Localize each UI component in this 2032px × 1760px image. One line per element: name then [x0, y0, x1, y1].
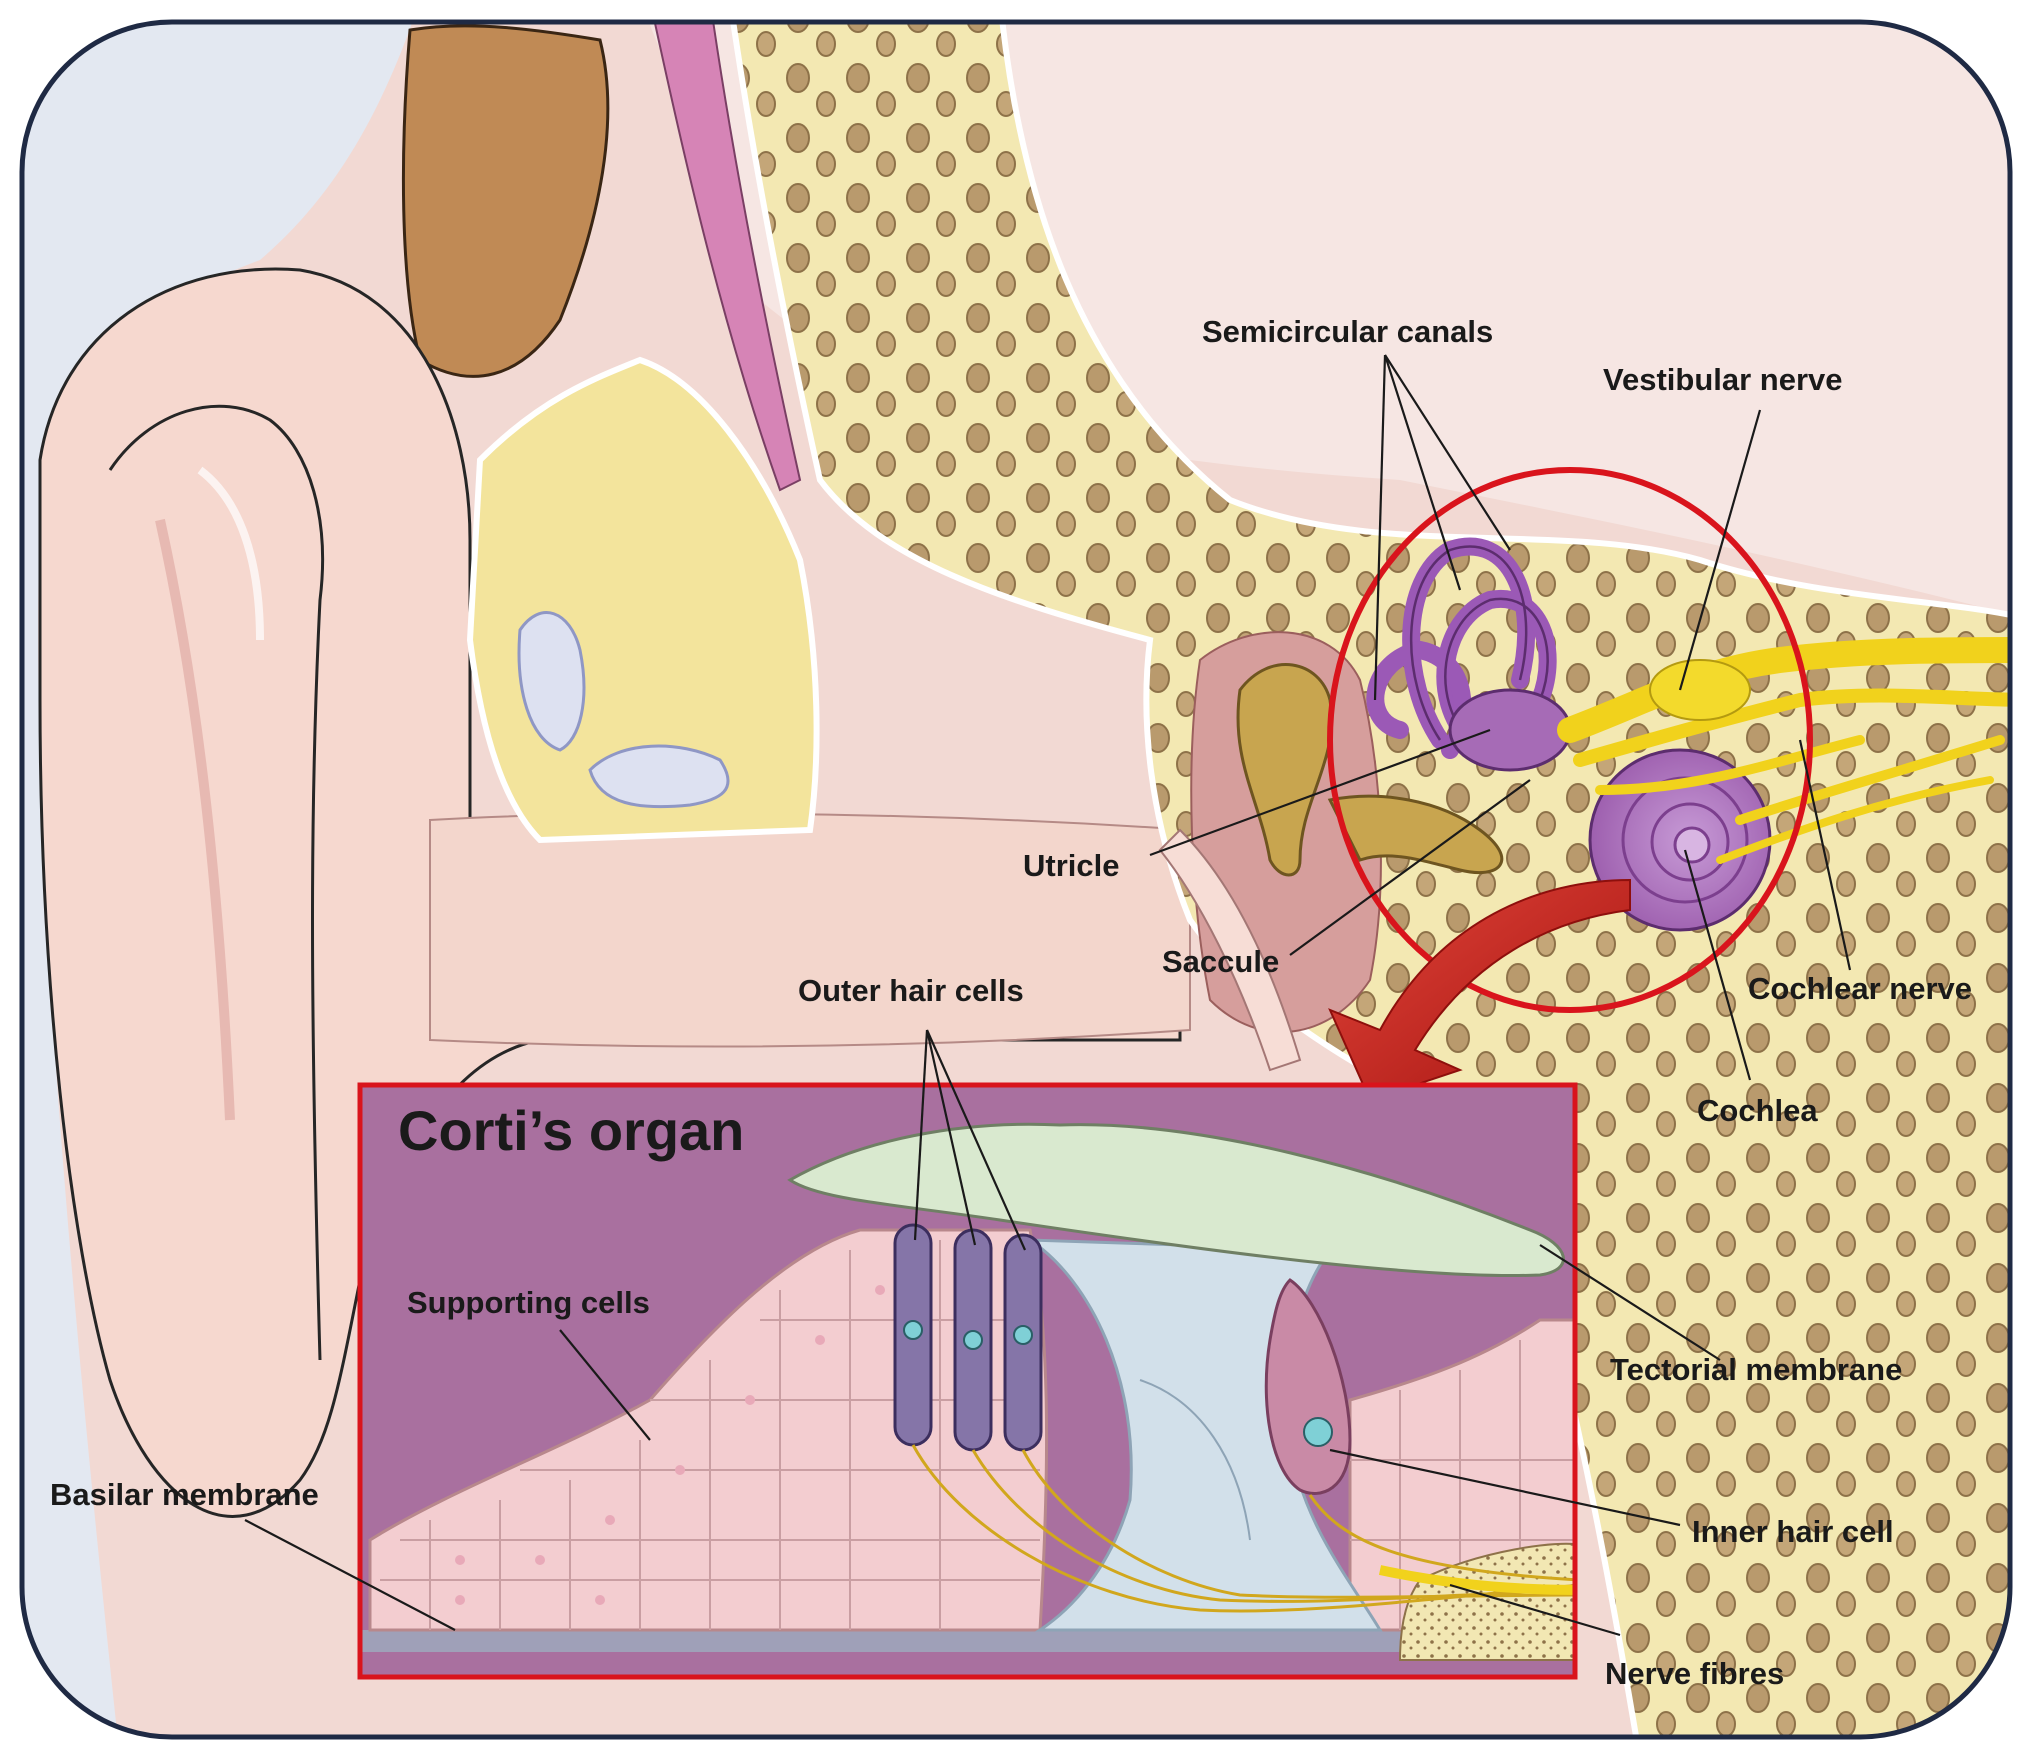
label-basilar-membrane: Basilar membrane	[50, 1477, 319, 1512]
label-supporting-cells: Supporting cells	[407, 1285, 650, 1320]
label-saccule: Saccule	[1162, 944, 1279, 979]
label-cochlear-nerve: Cochlear nerve	[1748, 971, 1972, 1006]
hair	[401, 24, 610, 378]
corti-organ-inset	[357, 1082, 1578, 1680]
leader-lines	[244, 354, 1852, 1637]
vestibulocochlear-nerve	[1557, 637, 2010, 864]
vestibule	[1448, 688, 1572, 772]
cochlea-shape	[1588, 748, 1772, 932]
labels: Semicircular canals Vestibular nerve Utr…	[50, 314, 1972, 1691]
nerve-fibres-shape	[911, 1444, 1575, 1613]
supporting-cells-shape	[368, 1228, 1049, 1632]
illustration-frame	[19, 19, 2013, 1740]
eardrum	[1158, 828, 1302, 1072]
label-utricle: Utricle	[1023, 848, 1119, 883]
muscle-band	[648, 22, 802, 492]
label-cortis-organ: Corti’s organ	[398, 1099, 744, 1162]
label-semicircular-canals: Semicircular canals	[1202, 314, 1493, 349]
basilar-membrane-shape	[360, 1630, 1575, 1652]
tectorial-membrane-shape	[787, 1122, 1565, 1278]
label-cochlea: Cochlea	[1697, 1093, 1818, 1128]
label-inner-hair-cell: Inner hair cell	[1692, 1514, 1894, 1549]
corti-inset-frame	[357, 1082, 1578, 1680]
label-vestibular-nerve: Vestibular nerve	[1603, 362, 1843, 397]
label-outer-hair-cells: Outer hair cells	[798, 973, 1024, 1008]
outer-hair-cells-shape	[893, 1223, 1043, 1452]
label-tectorial-membrane: Tectorial membrane	[1610, 1352, 1902, 1387]
highlight-ellipse	[1327, 467, 1813, 1013]
ossicles	[1236, 663, 1333, 877]
label-nerve-fibres: Nerve fibres	[1605, 1656, 1784, 1691]
